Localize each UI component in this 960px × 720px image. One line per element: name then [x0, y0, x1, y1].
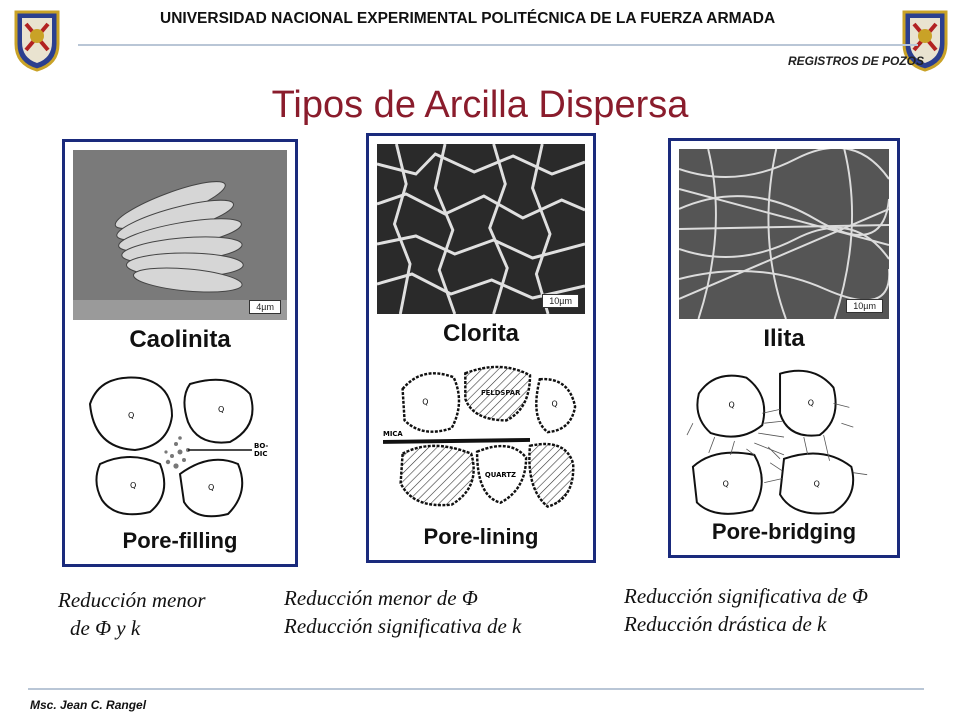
- university-name: UNIVERSIDAD NACIONAL EXPERIMENTAL POLITÉ…: [160, 10, 776, 27]
- grain-diagram-pore-lining: Q FELDSPAR Q QUARTZ MICA: [383, 358, 579, 518]
- caption-caolinita: Reducción menor de Φ y k: [58, 586, 206, 642]
- scale-bar: 10µm: [542, 294, 579, 308]
- grain-diagram-pore-filling: Q Q Q Q BO- DIC: [79, 364, 281, 524]
- micrograph-caolinita: 4µm: [73, 150, 287, 320]
- grain-diagram-pore-bridging: Q Q Q Q: [685, 363, 883, 523]
- scale-bar: 10µm: [846, 299, 883, 313]
- slide-title: Tipos de Arcilla Dispersa: [271, 84, 689, 126]
- micrograph-ilita: 10µm: [679, 149, 889, 319]
- clay-panel-caolinita: 4µm Caolinita Q Q Q Q BO- DIC Pore: [62, 139, 298, 567]
- grain-label: QUARTZ: [485, 471, 516, 479]
- course-name: REGISTROS DE POZOS: [787, 54, 924, 68]
- caption-line-2: Reducción drástica de k: [624, 612, 827, 636]
- header-divider: [78, 44, 918, 46]
- caption-clorita: Reducción menor de Φ Reducción significa…: [284, 584, 521, 640]
- author-name: Msc. Jean C. Rangel: [30, 698, 147, 712]
- grain-label: Q: [208, 483, 214, 492]
- grain-label: Q: [723, 480, 729, 489]
- clay-name: Clorita: [442, 320, 519, 347]
- caption-line-2: Reducción significativa de k: [284, 614, 522, 638]
- caption-line-1: Reducción significativa de Φ: [624, 584, 869, 608]
- grain-label: Q: [729, 400, 735, 409]
- clay-panel-ilita: 10µm Ilita Q Q Q Q Pore-bridging: [668, 138, 900, 558]
- grain-label: Q: [218, 405, 224, 414]
- grain-label: Q: [422, 398, 428, 407]
- clay-panel-clorita: 10µm Clorita Q FELDSPAR Q QUARTZ MICA: [366, 133, 596, 563]
- university-crest-left: [12, 6, 62, 72]
- caption-line-1: Reducción menor de Φ: [284, 586, 478, 610]
- grain-label: Q: [128, 411, 134, 420]
- clay-name: Caolinita: [129, 326, 231, 353]
- footer-divider: [28, 688, 924, 690]
- grain-label: Q: [130, 481, 136, 490]
- caption-line-2: de Φ y k: [70, 616, 141, 640]
- grain-label: Q: [552, 400, 558, 409]
- caption-line-1: Reducción menor: [58, 588, 206, 612]
- mineral-label: MICA: [383, 430, 403, 438]
- grain-label: FELDSPAR: [481, 389, 521, 397]
- clay-name: Ilita: [763, 325, 805, 352]
- caption-ilita: Reducción significativa de Φ Reducción d…: [624, 582, 868, 638]
- pore-type-label: Pore-filling: [122, 528, 238, 553]
- pore-type-label: Pore-bridging: [711, 519, 857, 544]
- extra-label-line-2: DIC: [254, 450, 268, 458]
- scale-bar: 4µm: [249, 300, 281, 314]
- extra-label-line-1: BO-: [254, 442, 268, 450]
- grain-label: Q: [814, 480, 820, 489]
- micrograph-clorita: 10µm: [377, 144, 585, 314]
- extra-label: BO- DIC: [254, 442, 271, 458]
- university-crest-right: [900, 6, 950, 72]
- pore-type-label: Pore-lining: [423, 524, 539, 549]
- grain-label: Q: [808, 398, 814, 407]
